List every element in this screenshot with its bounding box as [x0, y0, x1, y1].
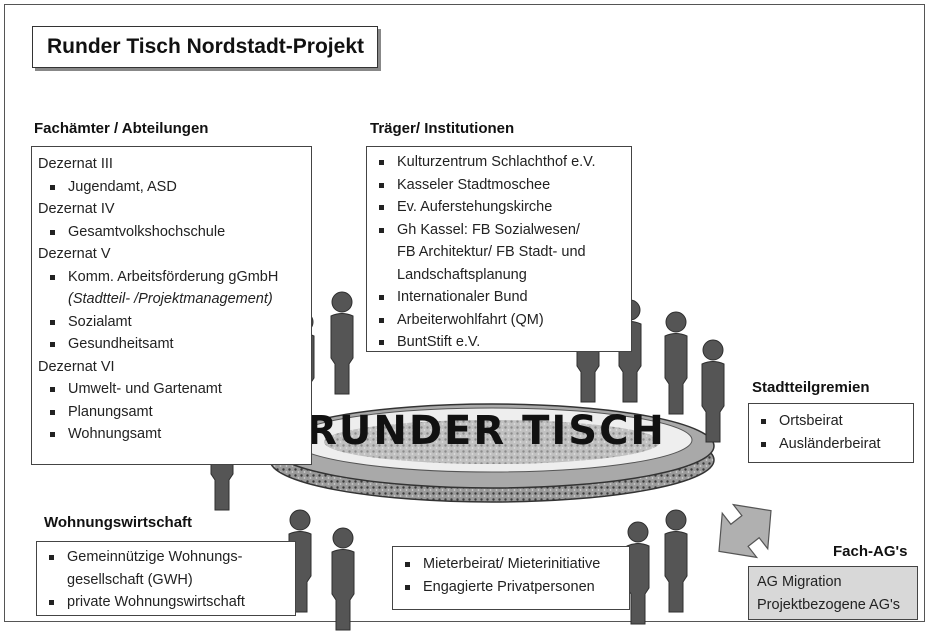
- list-item: Ev. Auferstehungskirche: [367, 196, 631, 219]
- list-item: Sozialamt: [38, 311, 311, 334]
- list-item: Ausländerbeirat: [749, 433, 913, 456]
- person-figure: [664, 311, 688, 415]
- list-item: Arbeiterwohlfahrt (QM): [367, 309, 631, 332]
- dezernat-label: Dezernat III: [38, 156, 113, 172]
- list-item: Komm. Arbeitsförderung gGmbH: [38, 266, 311, 289]
- list-item: Umwelt- und Gartenamt: [38, 378, 311, 401]
- list-item: Gh Kassel: FB Sozialwesen/: [367, 219, 631, 242]
- list-item: BuntStift e.V.: [367, 331, 631, 354]
- list-item: Gesundheitsamt: [38, 333, 311, 356]
- list-item: Wohnungsamt: [38, 423, 311, 446]
- list-item-continuation: FB Architektur/ FB Stadt- und: [397, 244, 586, 260]
- dezernat-label: Dezernat VI: [38, 358, 115, 375]
- wohnungswirtschaft-heading: Wohnungswirtschaft: [44, 514, 193, 531]
- list-item: private Wohnungswirtschaft: [37, 591, 295, 614]
- round-table-label: RUNDER TISCH: [306, 408, 666, 454]
- list-item: AG Migration: [757, 574, 842, 590]
- stadtteilgremien-box: Ortsbeirat Ausländerbeirat: [748, 403, 914, 463]
- mieter-box: Mieterbeirat/ Mieterinitiative Engagiert…: [392, 546, 630, 610]
- list-item-continuation: gesellschaft (GWH): [67, 571, 193, 588]
- list-item: Projektbezogene AG's: [757, 596, 901, 613]
- stadtteilgremien-heading: Stadtteilgremien: [752, 379, 870, 396]
- traeger-box: Kulturzentrum Schlachthof e.V. Kasseler …: [366, 146, 632, 352]
- list-item-continuation: Landschaftsplanung: [397, 266, 527, 283]
- person-figure: [330, 291, 354, 395]
- list-item: Mieterbeirat/ Mieterinitiative: [393, 553, 629, 576]
- list-item: Jugendamt, ASD: [38, 176, 311, 199]
- list-item: Kasseler Stadtmoschee: [367, 174, 631, 197]
- traeger-heading: Träger/ Institutionen: [370, 120, 515, 137]
- page-title: Runder Tisch Nordstadt-Projekt: [47, 35, 364, 58]
- list-item: Engagierte Privatpersonen: [393, 576, 629, 599]
- fach-ag-heading: Fach-AG's: [833, 543, 908, 560]
- person-figure: [701, 339, 725, 443]
- double-arrow-icon: [718, 503, 772, 559]
- list-item-continuation: (Stadtteil- /Projektmanagement): [68, 291, 273, 307]
- title-box: Runder Tisch Nordstadt-Projekt: [32, 26, 378, 68]
- wohnungswirtschaft-box: Gemeinnützige Wohnungs- gesellschaft (GW…: [36, 541, 296, 616]
- list-item: Kulturzentrum Schlachthof e.V.: [367, 151, 631, 174]
- diagram-frame: [4, 4, 925, 622]
- list-item: Gesamtvolkshochschule: [38, 221, 311, 244]
- fachaemter-heading: Fachämter / Abteilungen: [34, 120, 209, 137]
- list-item: Ortsbeirat: [749, 410, 913, 433]
- dezernat-label: Dezernat IV: [38, 201, 115, 217]
- list-item: Planungsamt: [38, 401, 311, 424]
- round-table: [269, 403, 715, 503]
- person-figure: [331, 527, 355, 631]
- person-figure: [664, 509, 688, 613]
- dezernat-label: Dezernat V: [38, 246, 111, 262]
- list-item: Internationaler Bund: [367, 286, 631, 309]
- person-figure: [626, 521, 650, 625]
- fach-ag-box: AG Migration Projektbezogene AG's: [748, 566, 918, 620]
- list-item: Gemeinnützige Wohnungs-: [37, 546, 295, 569]
- fachaemter-box: Dezernat III Jugendamt, ASD Dezernat IV …: [31, 146, 312, 465]
